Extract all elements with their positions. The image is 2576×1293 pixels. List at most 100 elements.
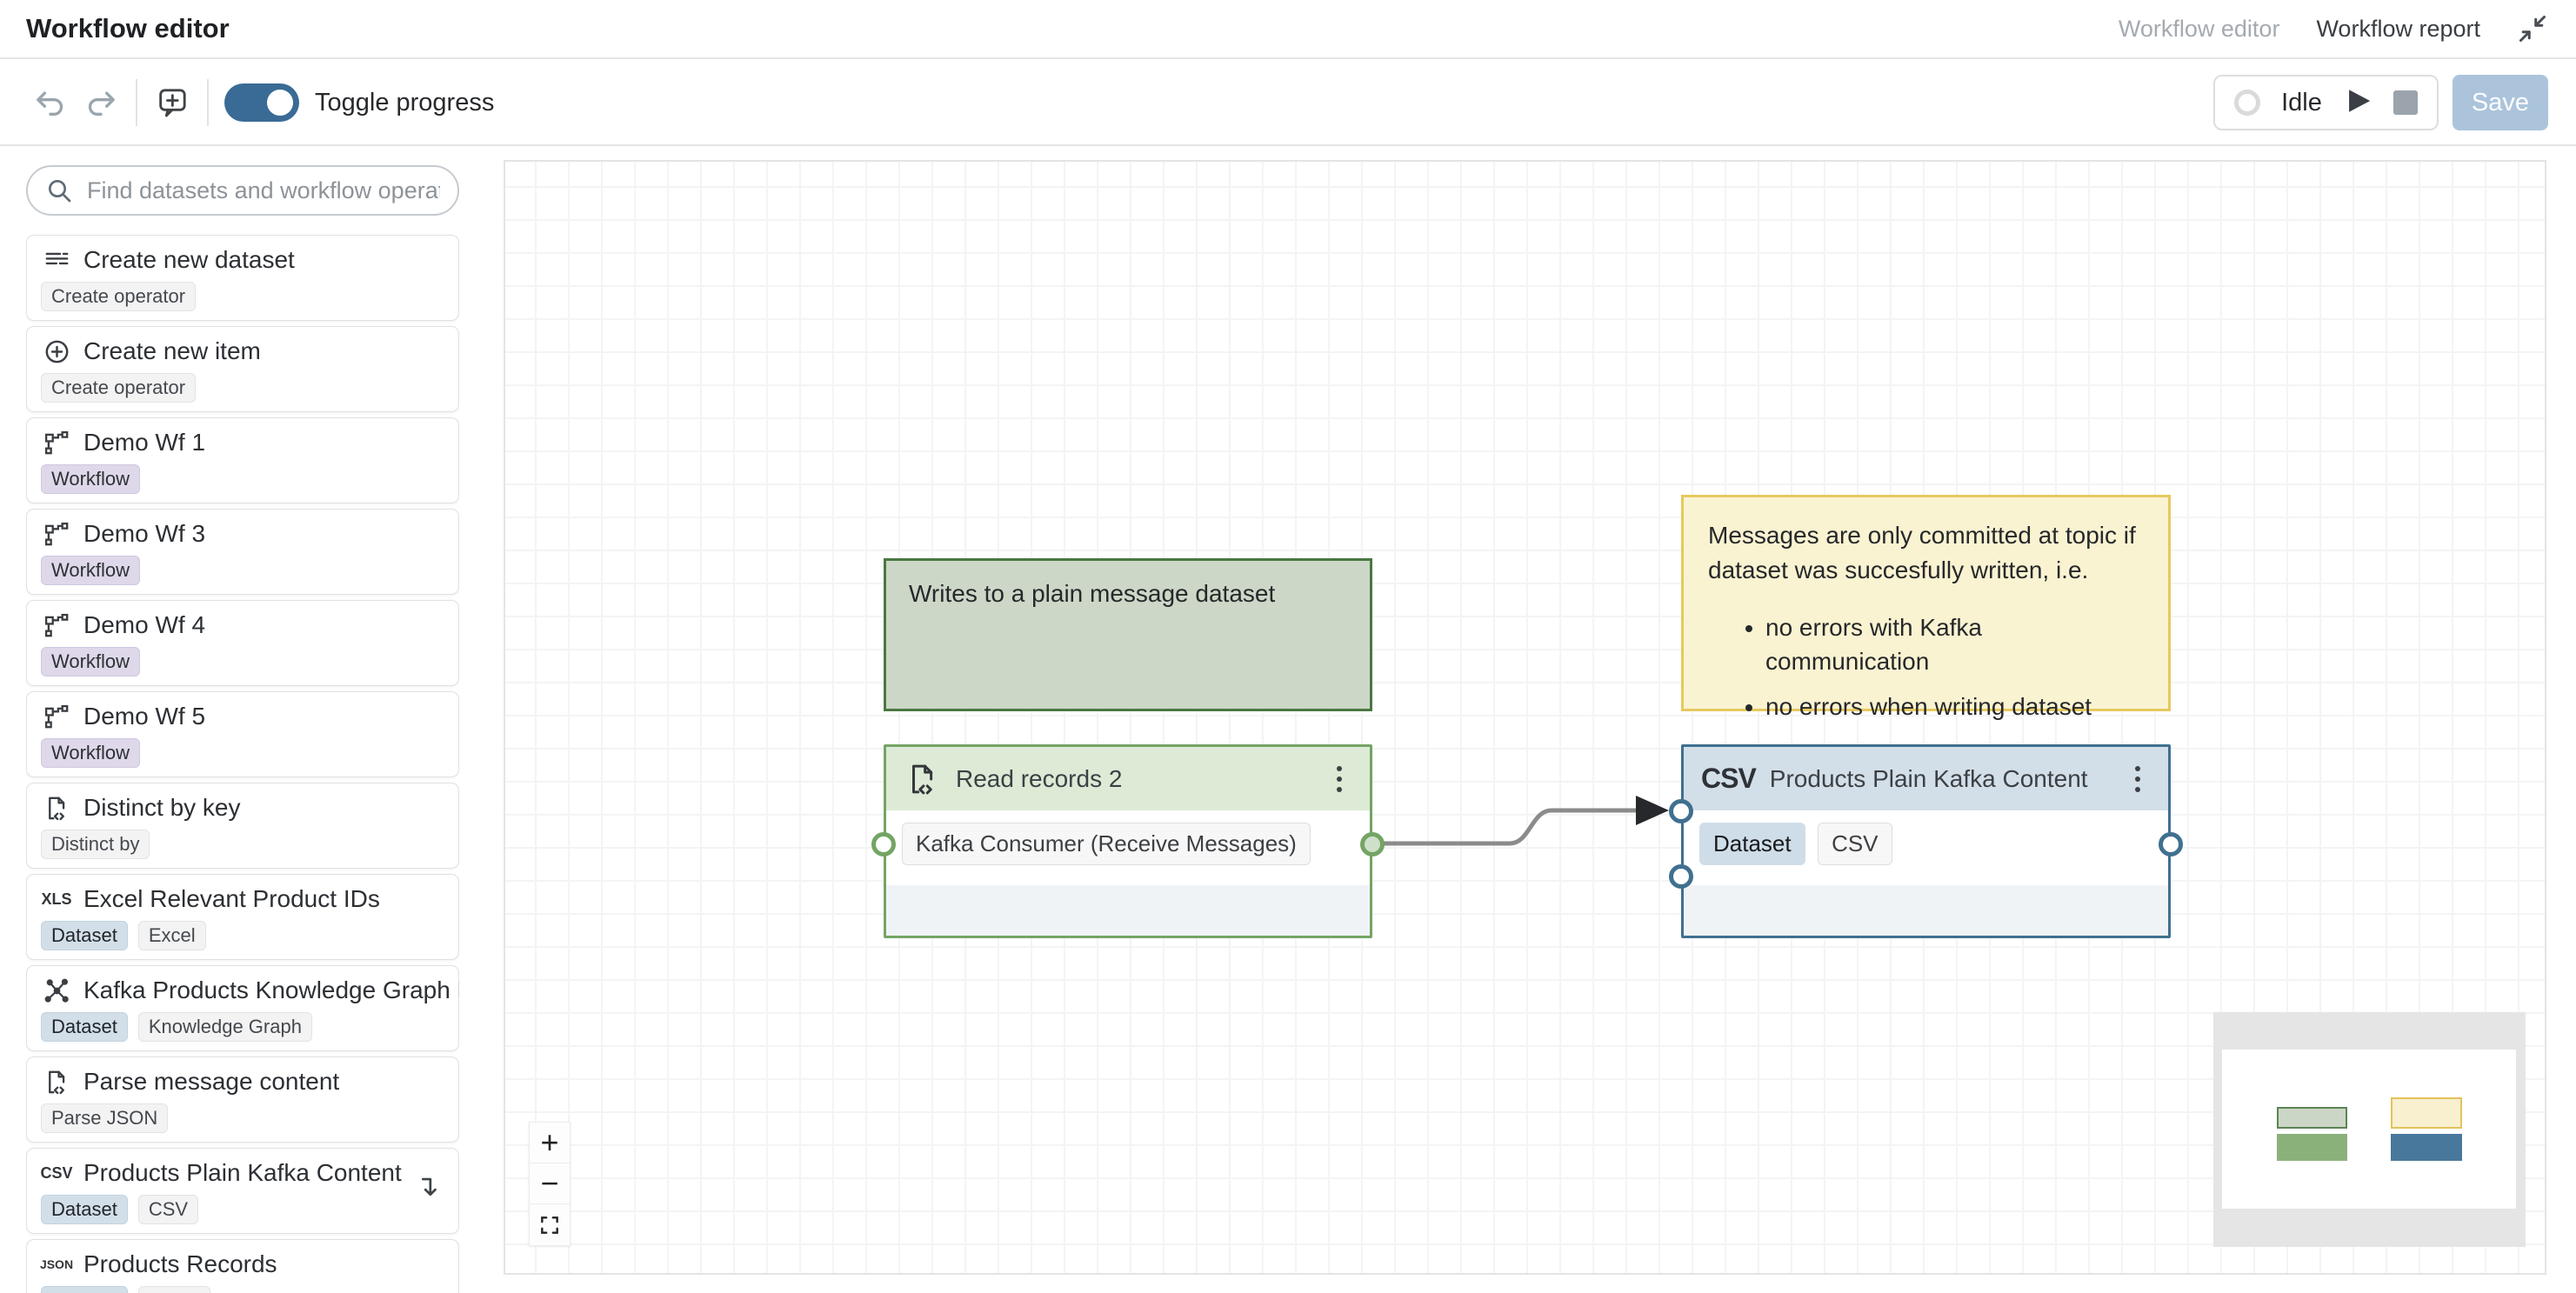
annotation-green[interactable]: Writes to a plain message dataset <box>884 558 1372 711</box>
zoom-controls: + − <box>529 1122 571 1246</box>
tag: CSV <box>137 1195 199 1224</box>
tag: Dataset <box>41 1012 128 1042</box>
node-menu-icon[interactable] <box>1326 765 1352 792</box>
tag: Workflow <box>41 738 141 768</box>
zoom-in-button[interactable]: + <box>530 1123 570 1163</box>
collapse-view-icon[interactable] <box>2517 13 2548 44</box>
node-title: Products Plain Kafka Content <box>1769 764 2088 792</box>
fit-view-button[interactable] <box>530 1204 570 1245</box>
stop-workflow-icon[interactable] <box>2392 90 2418 115</box>
header: Workflow editor Workflow editor Workflow… <box>0 0 2576 59</box>
search-input[interactable] <box>87 177 440 204</box>
node-title: Read records 2 <box>956 764 1123 792</box>
csv-file-icon: CSV <box>1701 763 1757 794</box>
annotation-yellow[interactable]: Messages are only committed at topic if … <box>1681 495 2171 720</box>
list-item-parse-message-content[interactable]: Parse message content Parse JSON <box>26 1056 459 1143</box>
circle-plus-icon <box>41 336 72 367</box>
tab-workflow-report[interactable]: Workflow report <box>2316 15 2480 42</box>
minimap-read-node <box>2277 1134 2347 1161</box>
list-item-create-new-dataset[interactable]: Create new dataset Create operator <box>26 235 459 321</box>
search-icon <box>49 180 71 203</box>
tag: Distinct by <box>41 830 150 859</box>
tag: Parse JSON <box>41 1103 169 1133</box>
zoom-out-button[interactable]: − <box>530 1163 570 1204</box>
toggle-progress-label: Toggle progress <box>315 88 495 117</box>
tag: Workflow <box>41 556 141 585</box>
minimap-green-annotation <box>2277 1107 2347 1129</box>
minimap-csv-node <box>2391 1134 2462 1161</box>
list-item-demo-wf-5[interactable]: Demo Wf 5 Workflow <box>26 691 459 777</box>
toolbar: Toggle progress Idle Save <box>0 61 2576 146</box>
minimap-yellow-annotation <box>2391 1097 2462 1129</box>
tag: Knowledge Graph <box>137 1012 312 1042</box>
run-workflow-icon[interactable] <box>2343 86 2372 120</box>
tag: Create operator <box>41 373 197 403</box>
node-tag-dataset: Dataset <box>1699 823 1805 865</box>
list-item-excel-relevant-product-ids[interactable]: XLS Excel Relevant Product IDs Dataset E… <box>26 874 459 960</box>
knowledge-graph-icon <box>41 975 72 1006</box>
add-annotation-icon[interactable] <box>153 83 191 122</box>
status-indicator <box>2234 90 2261 116</box>
node-menu-icon[interactable] <box>2125 765 2151 792</box>
workflow-icon <box>41 518 72 550</box>
document-code-icon <box>904 760 942 798</box>
input-port-bottom[interactable] <box>1669 864 1693 889</box>
input-port[interactable] <box>871 832 896 856</box>
output-port[interactable] <box>1360 832 1385 856</box>
node-header[interactable]: CSV Products Plain Kafka Content <box>1684 747 2168 810</box>
redo-button[interactable] <box>82 83 120 122</box>
operator-list: Create new dataset Create operator Creat… <box>26 235 459 1293</box>
toggle-knob <box>264 86 297 119</box>
json-file-icon: JSON <box>39 1257 74 1271</box>
node-progress-strip <box>886 885 1370 936</box>
minimap[interactable] <box>2213 1012 2526 1247</box>
insert-into-canvas-icon[interactable] <box>413 1173 443 1203</box>
list-item-distinct-by-key[interactable]: Distinct by key Distinct by <box>26 783 459 869</box>
list-item-demo-wf-3[interactable]: Demo Wf 3 Workflow <box>26 509 459 595</box>
save-button[interactable]: Save <box>2452 75 2548 130</box>
input-port-top[interactable] <box>1669 799 1693 823</box>
document-code-icon <box>41 1066 72 1097</box>
tag: Dataset <box>41 1195 128 1224</box>
node-progress-strip <box>1684 885 2168 936</box>
node-operator-chip: Kafka Consumer (Receive Messages) <box>902 823 1311 865</box>
search-box[interactable] <box>26 165 459 216</box>
list-item-demo-wf-1[interactable]: Demo Wf 1 Workflow <box>26 417 459 503</box>
tag: Workflow <box>41 647 141 676</box>
node-products-plain-kafka-content[interactable]: CSV Products Plain Kafka Content Dataset… <box>1669 744 2183 938</box>
annotation-bullet: no errors with Kafka communication <box>1765 610 2144 680</box>
page-title: Workflow editor <box>26 13 230 43</box>
tag: Create operator <box>41 282 197 311</box>
output-port[interactable] <box>2159 832 2183 856</box>
tag: Workflow <box>41 464 141 494</box>
toggle-progress-switch[interactable] <box>224 83 299 122</box>
minimap-viewport <box>2222 1050 2516 1209</box>
tab-workflow-editor[interactable]: Workflow editor <box>2118 15 2280 42</box>
list-item-create-new-item[interactable]: Create new item Create operator <box>26 326 459 412</box>
workflow-canvas[interactable]: Writes to a plain message dataset Messag… <box>504 160 2546 1275</box>
toolbar-divider <box>136 79 137 126</box>
workflow-icon <box>41 427 72 458</box>
annotation-bullet: no errors when writing dataset <box>1765 690 2144 724</box>
document-code-icon <box>41 792 72 823</box>
toolbar-divider <box>207 79 209 126</box>
tag: Dataset <box>41 1286 128 1293</box>
workflow-icon <box>41 701 72 732</box>
dataset-rows-icon <box>41 244 72 276</box>
list-item-products-records[interactable]: JSON Products Records Dataset JSON <box>26 1239 459 1293</box>
tag: Excel <box>137 921 206 950</box>
list-item-products-plain-kafka-content[interactable]: CSV Products Plain Kafka Content Dataset… <box>26 1148 459 1234</box>
tag: JSON <box>137 1286 210 1293</box>
sidebar: Create new dataset Create operator Creat… <box>26 165 459 1293</box>
run-controls: Idle <box>2213 75 2439 130</box>
xls-file-icon: XLS <box>41 890 72 908</box>
undo-button[interactable] <box>31 83 70 122</box>
node-read-records-2[interactable]: Read records 2 Kafka Consumer (Receive M… <box>871 744 1385 938</box>
node-tag-csv: CSV <box>1818 823 1892 865</box>
tag: Dataset <box>41 921 128 950</box>
node-header[interactable]: Read records 2 <box>886 747 1370 810</box>
status-label: Idle <box>2281 88 2322 117</box>
list-item-kafka-products-knowledge-graph-delta[interactable]: Kafka Products Knowledge Graph DELTA Dat… <box>26 965 459 1051</box>
list-item-demo-wf-4[interactable]: Demo Wf 4 Workflow <box>26 600 459 686</box>
